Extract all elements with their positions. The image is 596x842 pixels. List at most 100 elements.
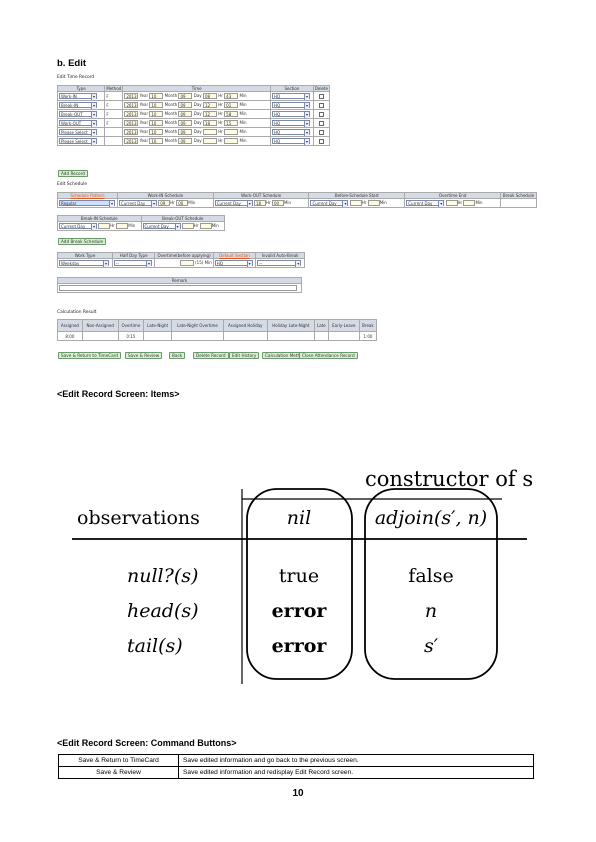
ot-day-select[interactable]: Current Day <box>406 200 445 207</box>
overtime-input[interactable] <box>179 260 194 266</box>
section-select[interactable]: HQ <box>272 102 311 109</box>
before-min-input[interactable] <box>367 200 380 206</box>
work-type-select[interactable]: Weekday <box>59 260 109 267</box>
obs-head: head(s) <box>127 600 199 622</box>
hour-input[interactable]: 12 <box>202 102 217 108</box>
year-input[interactable]: 2013 <box>124 111 139 117</box>
hour-input[interactable]: 18 <box>202 120 217 126</box>
year-input[interactable]: 2013 <box>124 93 139 99</box>
month-label: Month <box>164 138 178 143</box>
delete-checkbox[interactable] <box>318 102 324 108</box>
work-in-min-input[interactable]: 00 <box>176 200 189 206</box>
command-button[interactable]: Save & Review <box>125 352 163 359</box>
hour-input[interactable]: 12 <box>202 111 217 117</box>
remark-input[interactable] <box>59 285 297 291</box>
delete-checkbox[interactable] <box>318 111 324 117</box>
day-input[interactable]: 09 <box>178 129 193 135</box>
year-label: Year <box>139 93 149 98</box>
month-input[interactable]: 10 <box>149 129 164 135</box>
hour-input[interactable] <box>202 129 217 135</box>
command-button[interactable]: Edit History <box>229 352 260 359</box>
type-select[interactable]: Break-OUT <box>59 111 97 118</box>
break-in-min-input[interactable] <box>116 223 129 229</box>
day-input[interactable]: 09 <box>178 102 193 108</box>
break-schedule-table: Break-IN Schedule Break-OUT Schedule Cur… <box>57 215 225 231</box>
minute-input[interactable] <box>224 129 239 135</box>
year-input[interactable]: 2013 <box>124 120 139 126</box>
hour-input[interactable] <box>202 138 217 144</box>
work-in-hour-input[interactable]: 09 <box>158 200 171 206</box>
month-input[interactable]: 10 <box>149 93 164 99</box>
type-select[interactable]: Please Select <box>59 129 97 136</box>
month-input[interactable]: 10 <box>149 102 164 108</box>
section-select[interactable]: HQ <box>272 93 311 100</box>
command-button[interactable]: Delete Record <box>193 352 229 359</box>
invalid-break-select[interactable]: -- <box>257 260 302 267</box>
break-in-day-select[interactable]: Current Day <box>59 223 97 230</box>
month-input[interactable]: 10 <box>149 138 164 144</box>
delete-checkbox[interactable] <box>318 93 324 99</box>
adjoin-head: n <box>425 600 437 622</box>
add-record-button[interactable]: Add Record <box>58 170 88 177</box>
break-out-min-input[interactable] <box>199 223 212 229</box>
ot-hour-input[interactable] <box>445 200 458 206</box>
month-input[interactable]: 10 <box>149 120 164 126</box>
section-select[interactable]: HQ <box>272 129 311 136</box>
type-select[interactable]: Work-OUT <box>59 120 97 127</box>
year-input[interactable]: 2013 <box>124 138 139 144</box>
day-input[interactable]: 09 <box>178 111 193 117</box>
default-section-link[interactable]: Default Section <box>219 253 250 258</box>
year-input[interactable]: 2013 <box>124 102 139 108</box>
day-label: Day <box>193 102 202 107</box>
minute-label: Min <box>239 120 247 125</box>
day-input[interactable]: 09 <box>178 93 193 99</box>
command-button[interactable]: Save & Return to TimeCard <box>58 352 122 359</box>
year-input[interactable]: 2013 <box>124 129 139 135</box>
minute-input[interactable]: 58 <box>224 111 239 117</box>
minute-input[interactable]: 01 <box>224 102 239 108</box>
table-row: Please Select2013 Year 10 Month 09 Day H… <box>56 136 331 146</box>
schedule-pattern-link[interactable]: Schedule Pattern <box>70 193 105 198</box>
type-select[interactable]: Work-IN <box>59 93 97 100</box>
hr-label: Hr <box>266 200 271 205</box>
calc-value: 0:15 <box>117 331 145 341</box>
button-desc-cell: Save edited information and redisplay Ed… <box>178 766 534 779</box>
command-button[interactable]: Close Attendance Record <box>299 352 358 359</box>
work-out-hour-input[interactable]: 18 <box>254 200 267 206</box>
type-select[interactable]: Please Select <box>59 138 97 145</box>
half-day-select[interactable]: -- <box>113 260 152 267</box>
delete-checkbox[interactable] <box>318 129 324 135</box>
section-select[interactable]: HQ <box>272 138 311 145</box>
minute-input[interactable] <box>224 138 239 144</box>
schedule-pattern-select[interactable]: Regular <box>59 200 115 207</box>
add-break-schedule-button[interactable]: Add Break Schedule <box>58 238 107 245</box>
schedule-table: Schedule Pattern Work-IN Schedule Work-O… <box>57 192 538 208</box>
ot-min-input[interactable] <box>463 200 476 206</box>
break-out-day-select[interactable]: Current Day <box>142 223 181 230</box>
nil-column-outline <box>246 488 353 680</box>
day-input[interactable]: 09 <box>178 138 193 144</box>
break-out-hour-input[interactable] <box>181 223 194 229</box>
work-out-min-input[interactable]: 00 <box>271 200 284 206</box>
work-in-day-select[interactable]: Current Day <box>118 200 157 207</box>
section-select[interactable]: HQ <box>272 111 311 118</box>
work-type-table: Work Type Half Day Type Overtime(before … <box>57 252 305 268</box>
hr-label: Hr <box>457 200 463 205</box>
break-in-hour-input[interactable] <box>98 223 111 229</box>
command-button[interactable]: Back <box>169 352 186 359</box>
work-out-day-select[interactable]: Current Day <box>214 200 253 207</box>
month-input[interactable]: 10 <box>149 111 164 117</box>
before-day-select[interactable]: Current Day <box>310 200 349 207</box>
minute-input[interactable]: 43 <box>224 93 239 99</box>
default-section-select[interactable]: HQ <box>214 260 253 267</box>
before-hour-input[interactable] <box>349 200 362 206</box>
day-input[interactable]: 09 <box>178 120 193 126</box>
section-select[interactable]: HQ <box>272 120 311 127</box>
hour-input[interactable]: 08 <box>202 93 217 99</box>
edit-schedule-caption: Edit Schedule <box>57 182 88 187</box>
type-select[interactable]: Break-IN <box>59 102 97 109</box>
hour-label: Hr <box>218 138 223 143</box>
delete-checkbox[interactable] <box>318 120 324 126</box>
minute-input[interactable]: 15 <box>224 120 239 126</box>
delete-checkbox[interactable] <box>318 138 324 144</box>
